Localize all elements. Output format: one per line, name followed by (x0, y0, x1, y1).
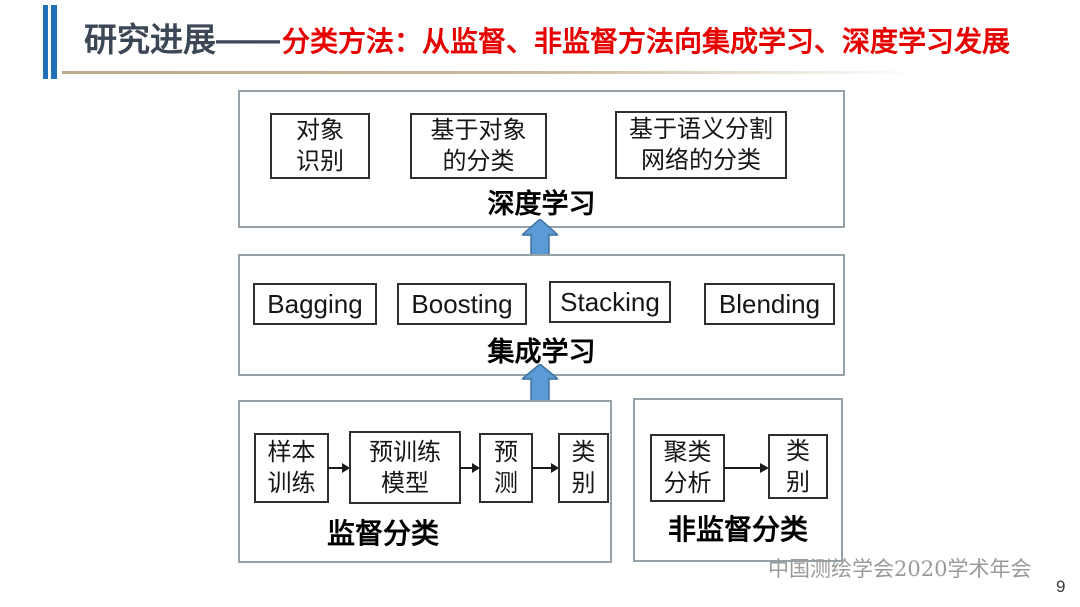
title-subtitle: 分类方法：从监督、非监督方法向集成学习、深度学习发展 (282, 26, 1011, 57)
deep-learning-panel: 对象 识别 基于对象 的分类 基于语义分割 网络的分类 深度学习 (238, 90, 845, 228)
box-category: 类 别 (768, 434, 828, 499)
box-boosting: Boosting (397, 283, 527, 325)
label-supervised-classification: 监督分类 (326, 518, 439, 549)
title-heading: 研究进展 (84, 21, 216, 58)
box-bagging: Bagging (253, 283, 377, 325)
box-sample-training: 样本 训练 (254, 433, 329, 503)
watermark-text: 中国测绘学会2020学术年会 (768, 557, 1032, 581)
box-object-recognition: 对象 识别 (270, 113, 370, 179)
box-semantic-segmentation-classification: 基于语义分割 网络的分类 (615, 111, 787, 179)
label-ensemble-learning: 集成学习 (487, 337, 596, 367)
arrow-right-icon (724, 463, 769, 473)
accent-bar-icon (51, 5, 57, 79)
label-unsupervised-classification: 非监督分类 (667, 514, 808, 545)
arrow-right-icon (328, 463, 350, 473)
title-underline (62, 71, 920, 74)
box-stacking: Stacking (549, 281, 671, 323)
box-cluster-analysis: 聚类 分析 (650, 434, 725, 502)
arrow-up-icon (522, 219, 558, 261)
accent-bar-icon (43, 5, 48, 79)
arrow-right-icon (460, 463, 480, 473)
label-deep-learning: 深度学习 (487, 189, 596, 219)
box-pretrained-model: 预训练 模型 (349, 431, 461, 504)
page-title: 研究进展——分类方法：从监督、非监督方法向集成学习、深度学习发展 (84, 21, 1064, 58)
box-object-based-classification: 基于对象 的分类 (410, 113, 547, 179)
title-dash: —— (216, 21, 280, 58)
arrow-up-icon (522, 364, 558, 404)
box-category: 类 别 (558, 433, 609, 503)
box-prediction: 预 测 (479, 433, 533, 503)
box-blending: Blending (704, 283, 835, 325)
ensemble-learning-panel: Bagging Boosting Stacking Blending 集成学习 (238, 254, 845, 376)
arrow-right-icon (532, 463, 559, 473)
page-number: 9 (1056, 577, 1066, 596)
unsupervised-classification-panel: 聚类 分析 类 别 非监督分类 (633, 398, 843, 562)
supervised-classification-panel: 样本 训练 预训练 模型 预 测 类 别 监督分类 (238, 400, 612, 563)
